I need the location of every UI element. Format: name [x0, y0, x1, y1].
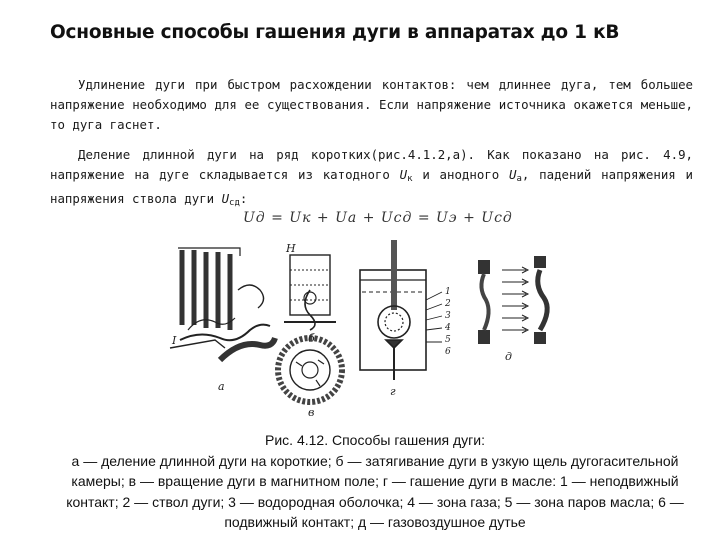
- column-voltage-symbol: U: [221, 191, 230, 206]
- figure-label-4: 4: [444, 323, 451, 333]
- figure-a-arc-chute: [169, 247, 278, 363]
- figure-label-3: 3: [445, 311, 451, 321]
- figure-label-5: 5: [445, 335, 451, 345]
- figure-label-1: 1: [445, 287, 451, 297]
- figure-label-6: 6: [445, 347, 451, 357]
- paragraph2-mid: и анодного: [412, 167, 510, 182]
- figure-caption: Рис. 4.12. Способы гашения дуги: а — дел…: [50, 430, 700, 533]
- figure-g-oil-vessel: [359, 240, 443, 380]
- arc-quenching-figure: а б в г д I H 1 2 3 4 5 6: [169, 240, 550, 419]
- cathode-voltage-subscript: к: [407, 174, 413, 184]
- figure-label-current: I: [171, 334, 177, 347]
- paragraph2-end: :: [239, 191, 248, 206]
- figure-label-a: а: [218, 380, 225, 393]
- caption-text: а — деление длинной дуги на короткие; б …: [66, 452, 684, 531]
- figure-label-b: б: [308, 332, 315, 345]
- paragraph2-tail: , падений напряжения и напряжения ствола…: [50, 167, 693, 206]
- figure-d-gas-air-blast: [478, 256, 550, 344]
- figure-v-rotating-arc: [275, 335, 345, 405]
- column-voltage-subscript: сд: [229, 198, 240, 208]
- voltage-formula: Uд = Uк + Uа + Uсд = Uэ + Uсд: [243, 210, 513, 226]
- figure-label-2: 2: [444, 299, 451, 309]
- paragraph-arc-division: Деление длинной дуги на ряд коротких(рис…: [50, 145, 693, 213]
- figure-b-slit-chamber: [284, 254, 336, 331]
- anode-voltage-symbol: U: [509, 167, 517, 182]
- slide-title: Основные способы гашения дуги в аппарата…: [50, 22, 620, 43]
- figure-label-magnetic-field: H: [285, 242, 296, 255]
- figure-label-g: г: [390, 385, 396, 398]
- figure-label-d: д: [505, 350, 512, 363]
- cathode-voltage-symbol: U: [399, 167, 408, 182]
- anode-voltage-subscript: а: [516, 174, 522, 184]
- figure-label-v: в: [308, 406, 314, 419]
- paragraph-arc-elongation: Удлинение дуги при быстром расхождении к…: [50, 77, 693, 132]
- paragraph2-text: Деление длинной дуги на ряд коротких(рис…: [50, 147, 693, 182]
- caption-heading: Рис. 4.12. Способы гашения дуги:: [265, 432, 485, 448]
